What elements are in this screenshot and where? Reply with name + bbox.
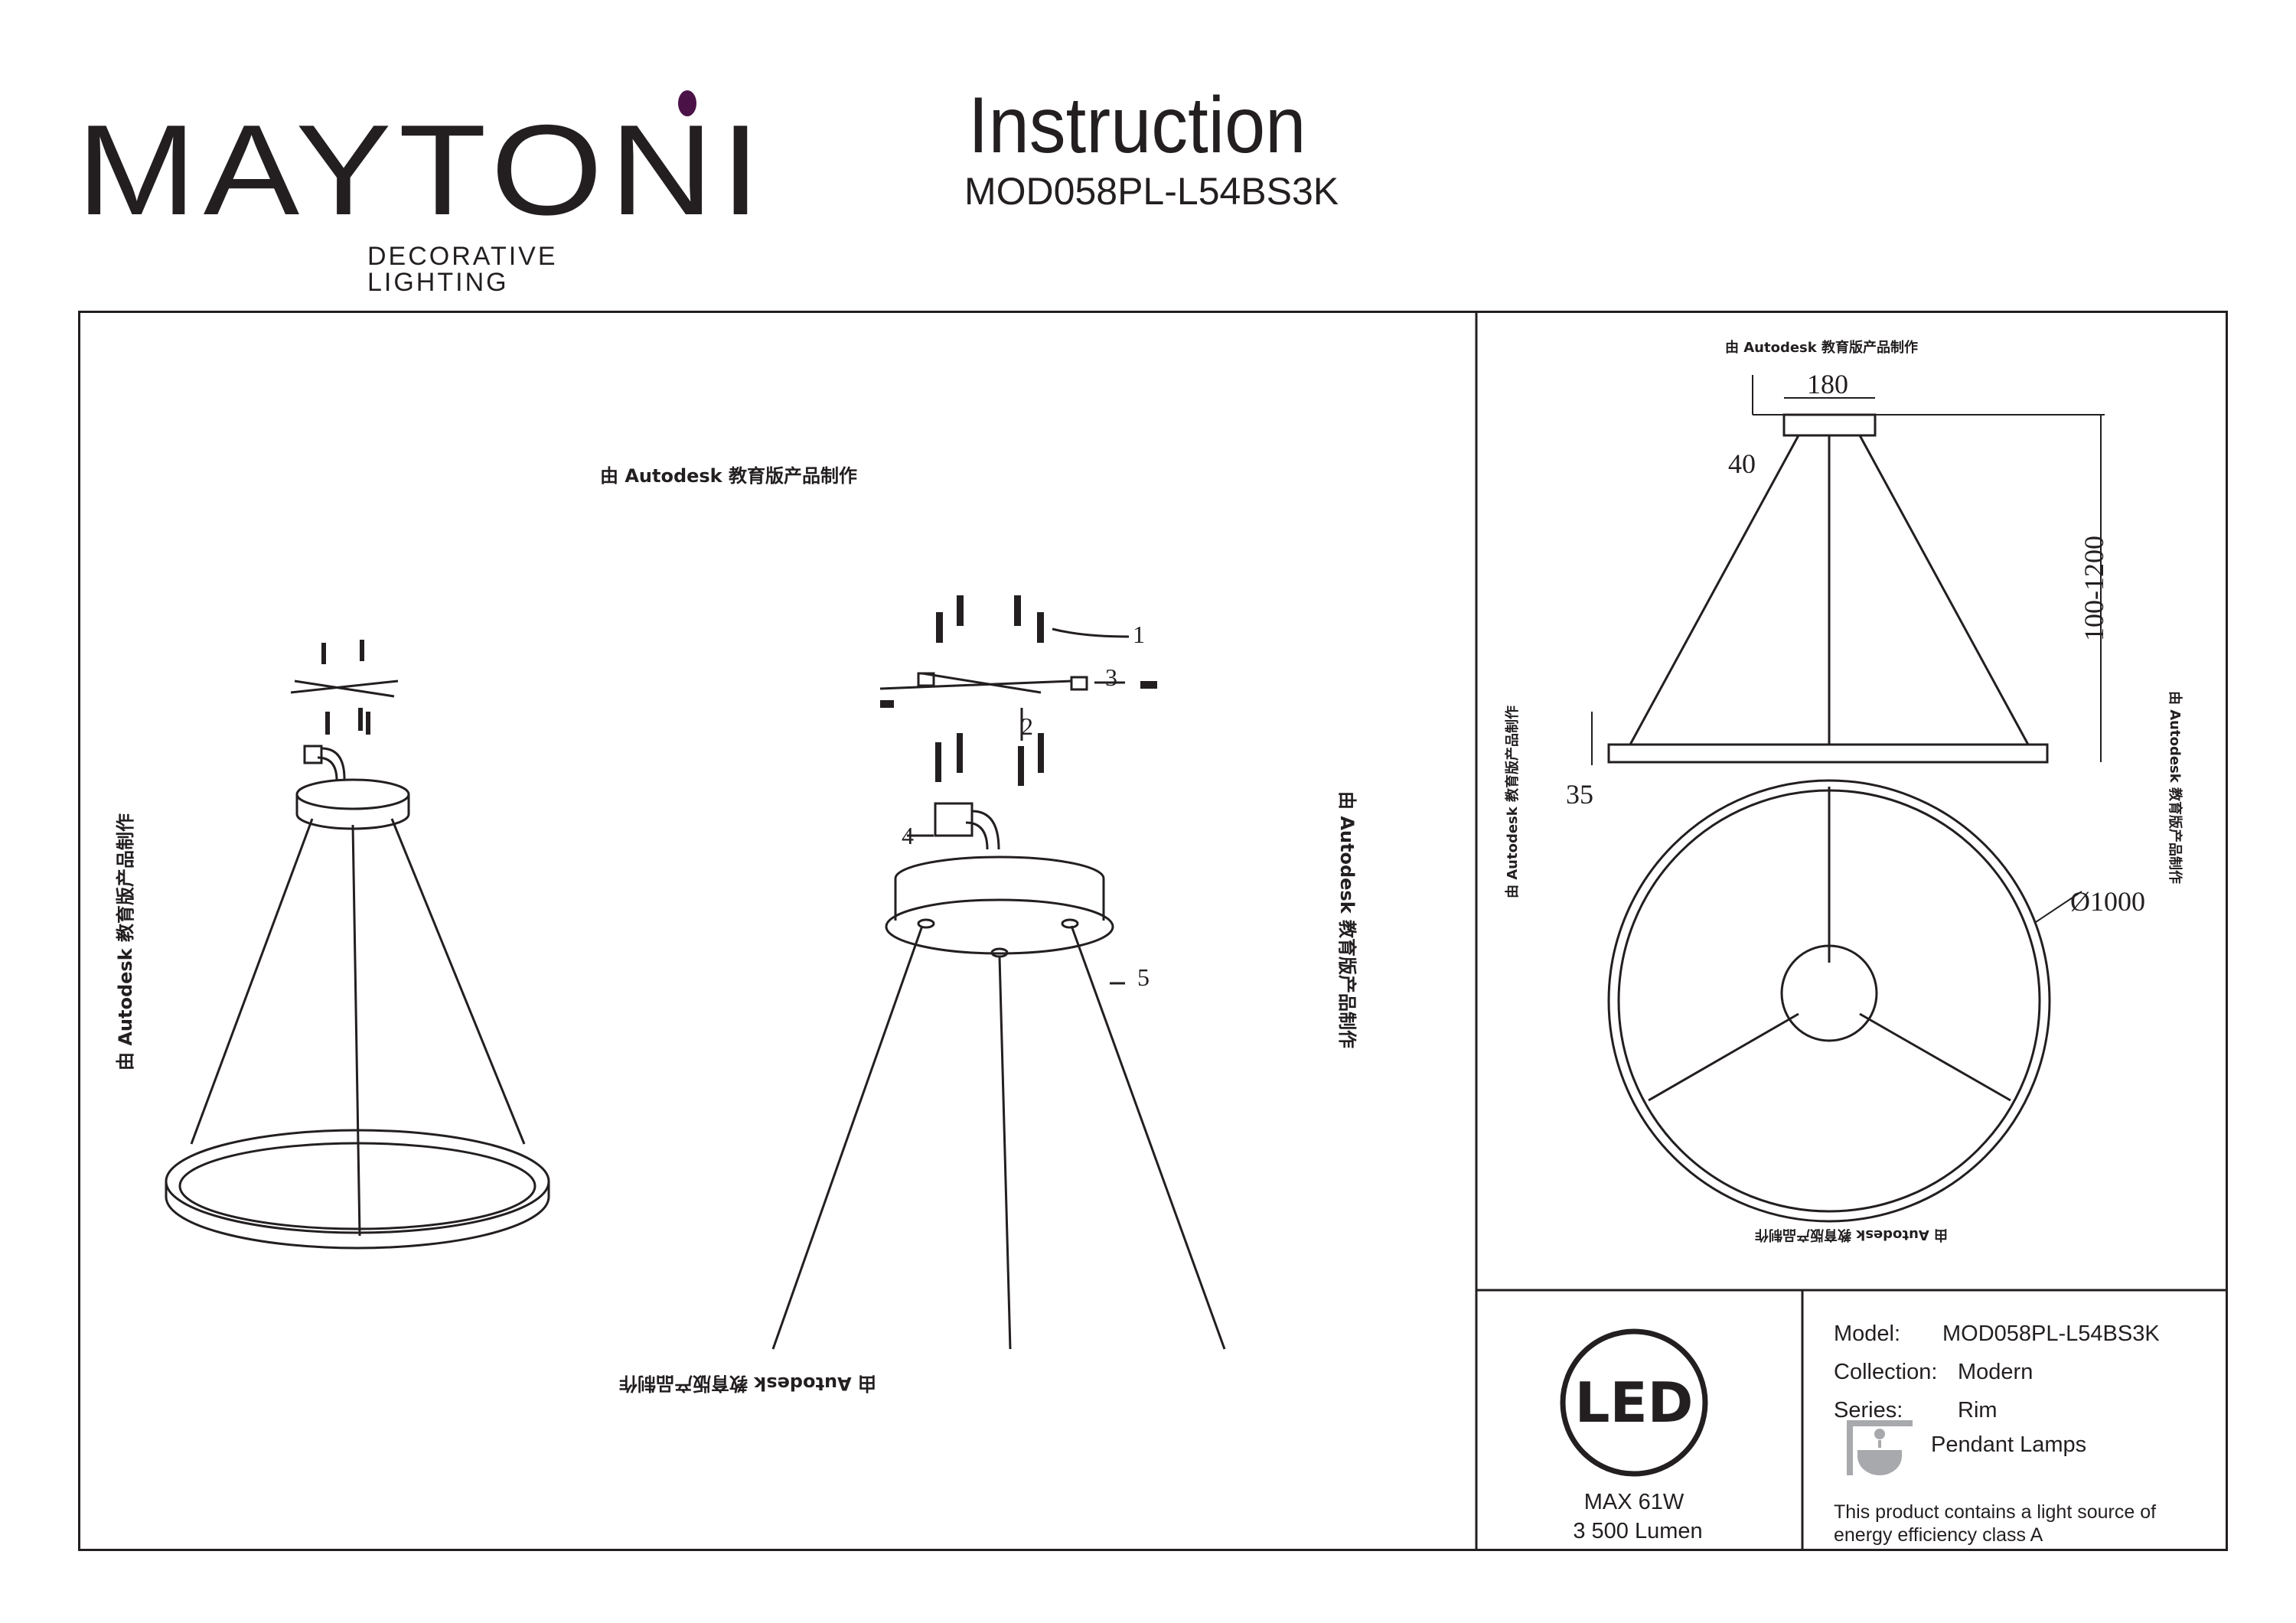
brand-wordmark: MAYTONI [77,98,768,242]
watermark: 由 Autodesk 教育版产品制作 [1725,339,1918,356]
callout-5: 5 [1137,963,1150,991]
callout-2: 2 [1021,712,1033,740]
collection-label: Collection: [1834,1360,1937,1384]
power-rating: MAX 61W [1584,1490,1684,1514]
page-title: Instruction [968,81,1306,170]
dimension-canopy-height: 40 [1728,448,1756,479]
brand-tagline: DECORATIVE LIGHTING [367,242,558,297]
pendant-lamp-icon [1847,1420,1913,1475]
dimension-canopy-width: 180 [1807,369,1848,399]
series-value: Rim [1958,1398,1998,1423]
watermark: 由 Autodesk 教育版产品制作 [1504,706,1521,898]
maytoni-logo: MAYTONI DECORATIVE LIGHTING [77,90,761,295]
dimension-ring-height: 35 [1566,779,1593,810]
energy-text-line2: energy efficiency class A [1834,1524,2043,1546]
callout-4: 4 [902,822,914,849]
logo-accent-dot [678,90,696,116]
collection-value: Modern [1958,1360,2033,1384]
model-label: Model: [1834,1322,1900,1346]
callout-1: 1 [1133,621,1145,648]
dimension-drawing [1591,375,2105,1223]
instruction-frame [78,311,2228,1551]
assembled-pendant-view [165,640,550,1250]
callout-3: 3 [1105,663,1117,691]
watermark: 由 Autodesk 教育版产品制作 [1336,791,1358,1048]
exploded-assembly-view [771,595,1226,1350]
watermark: 由 Autodesk 教育版产品制作 [2167,691,2183,884]
dimension-ring-diameter: Ø1000 [2070,886,2145,917]
lumen-rating: 3 500 Lumen [1573,1519,1702,1543]
watermark: 由 Autodesk 教育版产品制作 [1755,1227,1948,1243]
watermark: 由 Autodesk 教育版产品制作 [115,813,136,1071]
category-label: Pendant Lamps [1931,1432,2086,1457]
model-value: MOD058PL-L54BS3K [1942,1322,2160,1346]
energy-text-line1: This product contains a light source of [1834,1501,2156,1523]
led-badge [1560,1328,1708,1477]
watermark: 由 Autodesk 教育版产品制作 [600,465,857,487]
watermark: 由 Autodesk 教育版产品制作 [619,1373,876,1394]
dimension-suspension-length: 100-1200 [2079,536,2109,641]
led-badge-text: LED [1575,1370,1694,1435]
model-number: MOD058PL-L54BS3K [964,170,1339,213]
series-label: Series: [1834,1398,1903,1423]
